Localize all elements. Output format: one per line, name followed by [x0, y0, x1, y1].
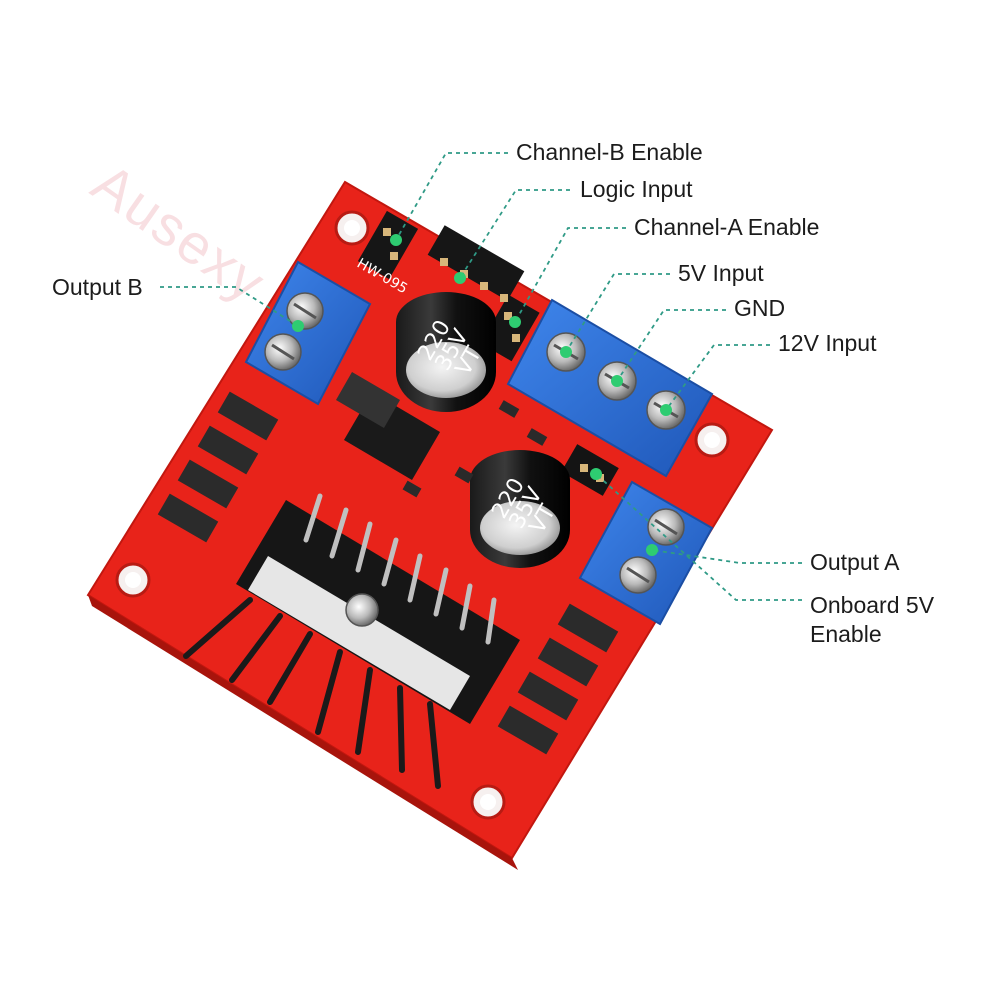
terminal-output-b: [244, 260, 372, 406]
driver-chip-heatsink: [183, 493, 520, 789]
label-12v-input: 12V Input: [778, 330, 877, 356]
terminal-output-a: [578, 480, 714, 626]
marker-dots: [292, 234, 672, 556]
label-gnd: GND: [734, 295, 786, 321]
leader-output-a: [651, 549, 802, 564]
leader-lines: [160, 152, 802, 601]
label-onboard-5v-enable-line2: Enable: [810, 621, 882, 647]
leader-output-b: [160, 286, 299, 327]
diodes-left: [157, 391, 279, 543]
label-channel-a-enable: Channel-A Enable: [634, 214, 820, 240]
leader-onboard-5v: [595, 473, 802, 601]
diodes-right: [497, 603, 619, 755]
label-logic-input: Logic Input: [580, 176, 693, 202]
label-output-b: Output B: [52, 274, 143, 300]
pcb-edge: [88, 595, 518, 870]
label-channel-b-enable: Channel-B Enable: [516, 139, 703, 165]
leader-5v-input: [565, 273, 670, 353]
capacitor-1: 220 35V VT: [396, 292, 496, 412]
label-output-a: Output A: [810, 549, 900, 575]
leader-logic-input: [459, 189, 570, 279]
mounting-hole: [115, 210, 730, 820]
leader-channel-b-enable: [395, 152, 508, 241]
leader-12v-input: [665, 344, 770, 411]
voltage-regulator: [336, 372, 440, 480]
capacitor-2: 220 35V VT: [470, 450, 570, 568]
smd-components: [402, 400, 548, 498]
label-onboard-5v-enable-line1: Onboard 5V: [810, 592, 935, 618]
label-5v-input: 5V Input: [678, 260, 764, 286]
leader-channel-a-enable: [514, 227, 626, 323]
